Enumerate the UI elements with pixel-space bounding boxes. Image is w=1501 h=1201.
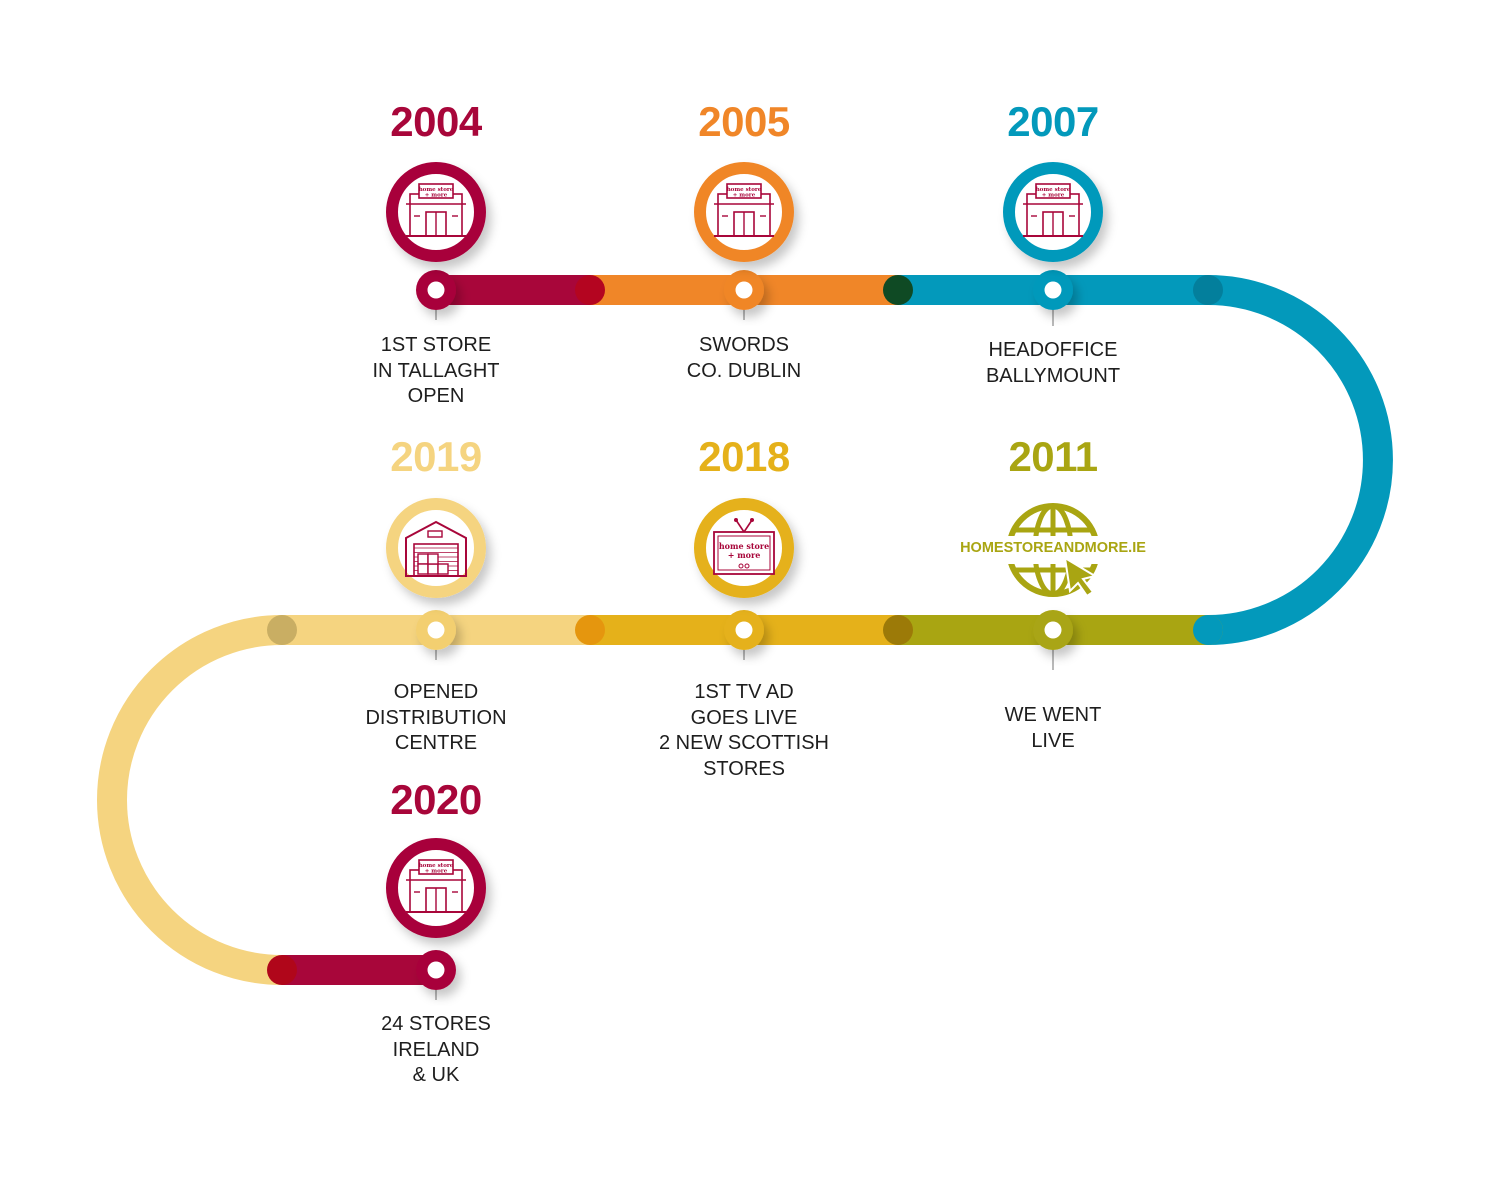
description-line: LIVE [1031, 729, 1075, 752]
description-line: IN TALLAGHT [372, 359, 500, 382]
description-line: 1ST TV AD [694, 681, 794, 703]
svg-text:+ more: + more [425, 869, 448, 875]
milestone-description: HEADOFFICE BALLYMOUNT [933, 338, 1173, 389]
milestone-description: 1ST TV AD GOES LIVE 2 NEW SCOTTISH STORES [624, 680, 864, 782]
description-line: 1ST STORE [380, 334, 492, 356]
milestone-2018: home store+ more [694, 498, 794, 660]
storefront-icon: home store+ more [406, 183, 466, 237]
timeline-node [1033, 270, 1073, 310]
milestone-2019 [386, 498, 486, 660]
junction-dot [1193, 275, 1223, 305]
description-line: IRELAND [392, 1038, 480, 1061]
timeline-node [416, 610, 456, 650]
svg-text:home store: home store [1036, 187, 1071, 193]
svg-text:+ more: + more [733, 193, 756, 199]
description-line: 2 NEW SCOTTISH [658, 732, 829, 754]
description-line: DISTRIBUTION [365, 706, 507, 729]
description-line: OPENED [393, 681, 479, 703]
milestone-description: WE WENT LIVE [933, 703, 1173, 754]
milestone-2020: home store+ more [386, 838, 486, 1000]
year-label: 2005 [698, 98, 790, 145]
svg-text:home store: home store [727, 187, 762, 193]
milestone-description: 24 STORES IRELAND & UK [316, 1012, 556, 1089]
timeline-node [724, 610, 764, 650]
milestone-2005: home store+ more [694, 162, 794, 320]
tv-icon: home store+ more [713, 518, 775, 575]
svg-text:home store: home store [419, 863, 454, 869]
svg-text:+ more: + more [1042, 193, 1065, 199]
junction-dot [267, 955, 297, 985]
junction-dot [1193, 615, 1223, 645]
milestone-description: SWORDS CO. DUBLIN [624, 333, 864, 384]
description-line: SWORDS [699, 334, 789, 356]
year-label: 2007 [1007, 98, 1099, 145]
milestone-2011: HOMESTOREANDMORE.IE [960, 503, 1146, 670]
milestone-2004: home store+ more [386, 162, 486, 320]
track-curve-left [97, 615, 283, 985]
year-label: 2004 [390, 98, 482, 145]
junction-dot [883, 615, 913, 645]
junction-dot [575, 275, 605, 305]
timeline-node [416, 270, 456, 310]
website-label: HOMESTOREANDMORE.IE [960, 540, 1146, 556]
timeline-node [416, 950, 456, 990]
timeline-node [1033, 610, 1073, 650]
junction-dot [267, 615, 297, 645]
description-line: CO. DUBLIN [686, 359, 802, 382]
description-line: CENTRE [394, 732, 478, 754]
description-line: & UK [412, 1064, 460, 1086]
year-label: 2019 [390, 433, 482, 480]
junction-dot [883, 275, 913, 305]
svg-text:+ more: + more [425, 193, 448, 199]
milestone-description: 1ST STORE IN TALLAGHT OPEN [316, 333, 556, 410]
track-curve-right [1207, 275, 1393, 645]
year-label: 2011 [1008, 433, 1098, 480]
globe-cursor-icon: HOMESTOREANDMORE.IE [960, 503, 1146, 598]
svg-text:home store: home store [419, 187, 454, 193]
svg-text:+ more: + more [728, 550, 761, 560]
year-label: 2018 [698, 433, 790, 480]
description-line: GOES LIVE [690, 706, 798, 729]
description-line: WE WENT [1004, 704, 1102, 726]
year-label: 2020 [390, 776, 482, 823]
warehouse-icon [405, 520, 467, 577]
description-line: HEADOFFICE [988, 339, 1118, 361]
description-line: STORES [703, 757, 785, 780]
svg-text:home store: home store [719, 541, 769, 551]
description-line: OPEN [407, 385, 465, 407]
storefront-icon: home store+ more [1023, 183, 1083, 237]
junction-dot [575, 615, 605, 645]
track-junctions [267, 275, 1223, 985]
timeline-node [724, 270, 764, 310]
description-line: 24 STORES [381, 1013, 491, 1035]
milestone-2007: home store+ more [1003, 162, 1103, 326]
description-line: BALLYMOUNT [985, 364, 1121, 387]
milestone-description: OPENED DISTRIBUTION CENTRE [316, 680, 556, 757]
storefront-icon: home store+ more [714, 183, 774, 237]
storefront-icon: home store+ more [406, 859, 466, 913]
